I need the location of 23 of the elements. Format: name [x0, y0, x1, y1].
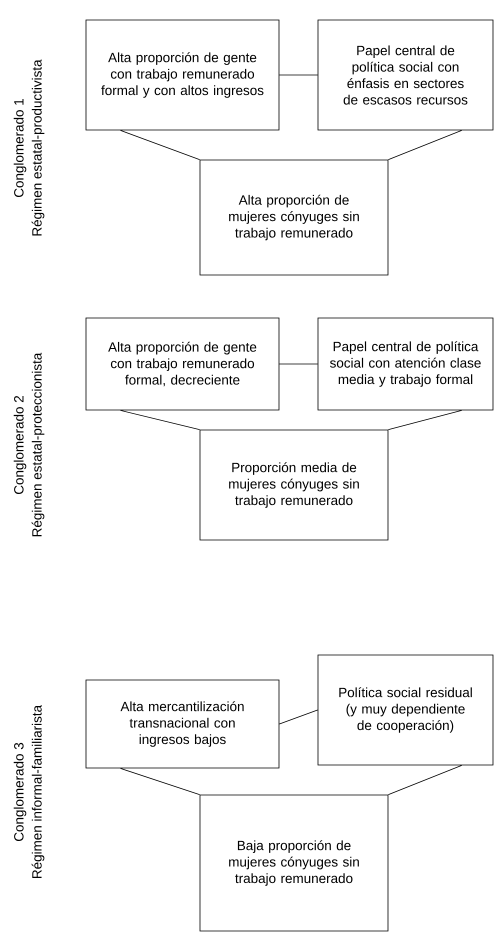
side-label: Conglomerado 1: [14, 98, 26, 198]
connector-line: [120, 130, 200, 160]
text-box: Alta proporción de gente con trabajo remunerado formal y con altos ingresos: [86, 20, 280, 130]
connector-line: [388, 130, 462, 160]
side-label: Conglomerado 2: [14, 396, 26, 494]
text-box: Alta proporción de mujeres cónyuges sin trabajo remunerado: [200, 160, 388, 276]
text-box: Papel central de política social con énfasis en sectores de escasos recursos: [318, 20, 494, 130]
connector-line: [388, 765, 462, 795]
text-box: Alta mercantilización transnacional con ingresos bajos: [86, 680, 280, 768]
connector-line: [120, 410, 200, 430]
side-label: Régimen estatal-productivista: [32, 59, 44, 236]
side-label: Régimen informal-familiarista: [32, 704, 44, 878]
text-box: Baja proporción de mujeres cónyuges sin trabajo remunerado: [200, 794, 388, 932]
side-label: Régimen estatal-proteccionista: [32, 352, 44, 536]
text-box: Papel central de política social con atención clase media y trabajo formal: [318, 318, 494, 410]
connector-line: [388, 410, 462, 430]
side-label: Conglomerado 3: [14, 742, 26, 842]
connector-line: [279, 74, 318, 76]
text-box: Proporción media de mujeres cónyuges sin trabajo remunerado: [200, 430, 388, 540]
text-box: Política social residual (y muy dependiente de cooperación): [318, 654, 494, 766]
connector-line: [120, 768, 200, 795]
text-box: Alta proporción de gente con trabajo remunerado formal, decreciente: [86, 318, 280, 410]
connector-line: [279, 710, 318, 724]
